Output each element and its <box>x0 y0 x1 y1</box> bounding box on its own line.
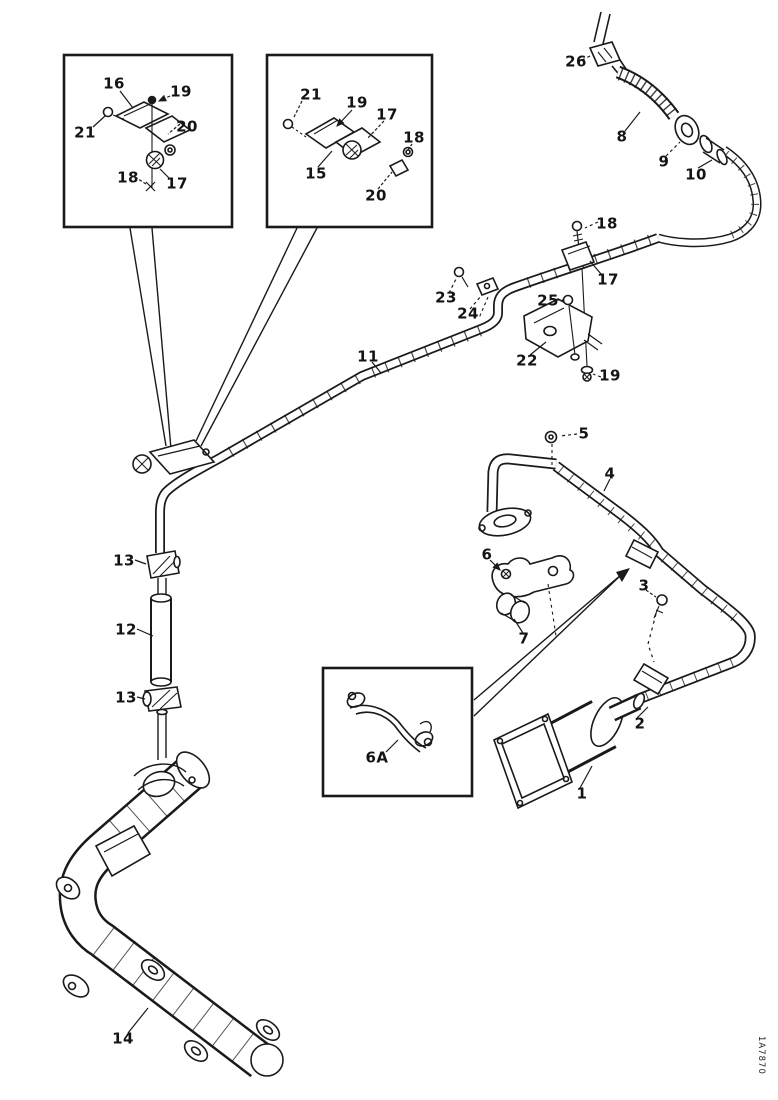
bracket-6-bushing-7 <box>489 555 575 637</box>
bracket-22-bolt-25 <box>523 294 603 361</box>
callout-19-inset-b: 19 <box>346 93 368 112</box>
callout-13-upper: 13 <box>113 551 135 570</box>
callout-16-inset-a: 16 <box>103 74 125 93</box>
callout-7: 7 <box>518 629 530 648</box>
callout-10: 10 <box>685 165 707 184</box>
callout-15-inset-b: 15 <box>305 164 327 183</box>
callout-9: 9 <box>658 152 670 171</box>
inset-box-clamp-detail-6a <box>321 666 474 798</box>
callout-6: 6 <box>481 545 493 564</box>
inset-6a-clamp <box>346 691 434 753</box>
clamp-17-on-pipe-11 <box>560 220 602 382</box>
callout-21-inset-a: 21 <box>74 123 96 142</box>
callout-17-inset-b: 17 <box>376 105 398 124</box>
callout-26: 26 <box>565 52 587 71</box>
callout-1: 1 <box>576 784 588 803</box>
callout-20-inset-b: 20 <box>365 186 387 205</box>
muffler-1 <box>493 692 649 810</box>
drawing-number: 1A7870 <box>756 1036 766 1075</box>
callout-17: 17 <box>597 270 619 289</box>
callout-25: 25 <box>537 291 559 310</box>
callout-4: 4 <box>604 464 616 483</box>
inset-a-clamp-parts <box>92 90 192 192</box>
inset-leader-lines <box>129 227 630 717</box>
callout-2: 2 <box>634 714 646 733</box>
inset-b-bracket-parts <box>282 100 414 190</box>
clamp-on-pipe-11-elbow <box>132 439 216 475</box>
callout-3: 3 <box>638 576 650 595</box>
callout-18-inset-b: 18 <box>403 128 425 147</box>
callout-20-inset-a: 20 <box>176 117 198 136</box>
callout-8: 8 <box>616 127 628 146</box>
callout-23: 23 <box>435 288 457 307</box>
callout-17-inset-a: 17 <box>166 174 188 193</box>
callout-18: 18 <box>596 214 618 233</box>
callout-14: 14 <box>112 1029 134 1048</box>
callout-11: 11 <box>357 347 379 366</box>
callout-24: 24 <box>457 304 479 323</box>
callout-13-lower: 13 <box>115 688 137 707</box>
callout-19-inset-a: 19 <box>170 82 192 101</box>
top-hose-assembly <box>581 11 762 248</box>
callout-19: 19 <box>599 366 621 385</box>
inset-box-clamp-detail-a <box>62 53 234 229</box>
inset-box-clamp-detail-b <box>265 53 434 229</box>
tube-12-couplings-13 <box>134 550 182 760</box>
callout-5: 5 <box>578 424 590 443</box>
callout-12: 12 <box>115 620 137 639</box>
callout-22: 22 <box>516 351 538 370</box>
callout-6a: 6A <box>365 748 389 767</box>
bolt-23-clip-24 <box>448 266 500 319</box>
callout-21-inset-b: 21 <box>300 85 322 104</box>
pipe-4-and-2 <box>478 430 756 706</box>
exhaust-pipe-14 <box>55 751 284 1078</box>
callout-18-inset-a: 18 <box>117 168 139 187</box>
